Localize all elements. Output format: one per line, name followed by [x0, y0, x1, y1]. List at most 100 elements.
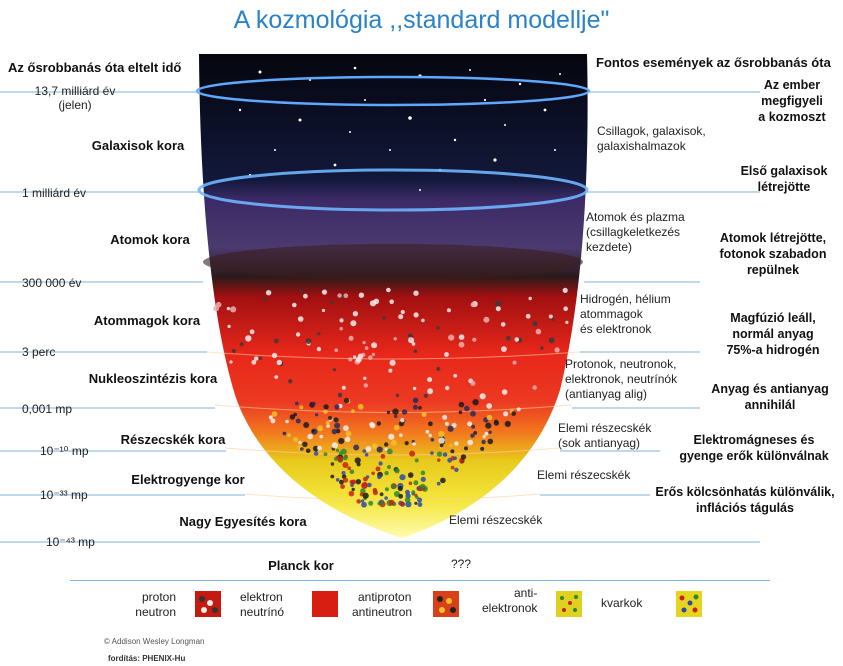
particle-dot [363, 341, 366, 344]
particle-dot [323, 410, 327, 414]
particle-dot [387, 411, 390, 414]
particle-dot [346, 431, 352, 437]
particle-dot [453, 374, 457, 378]
particle-dot [330, 301, 334, 305]
particle-dot [445, 386, 449, 390]
particle-dot [391, 484, 396, 489]
particle-dot [359, 293, 364, 298]
particle-dot [459, 334, 465, 340]
time-1e-33: 10⁻³³ mp [40, 488, 88, 502]
desc-nucleosynthesis: Protonok, neutronok, elektronok, neutrín… [565, 357, 677, 402]
particle-dot [449, 444, 452, 447]
particle-dot [398, 494, 403, 499]
particle-dot [349, 491, 355, 497]
particle-dot [467, 440, 473, 446]
particle-dot [336, 478, 340, 482]
particle-dot [447, 308, 451, 312]
desc-planck: ??? [451, 557, 471, 572]
particle-dot [394, 337, 397, 340]
particle-dot [488, 439, 494, 445]
particle-dot [322, 309, 325, 312]
particle-dot [365, 453, 369, 457]
desc-electroweak: Elemi részecskék [537, 468, 630, 483]
particle-dot [450, 449, 454, 453]
particle-dot [427, 388, 433, 394]
time-1e-10: 10⁻¹⁰ mp [40, 444, 89, 458]
particle-dot [332, 429, 338, 435]
particle-dot [364, 383, 368, 387]
legend-antineutron: antineutron [352, 605, 412, 620]
particle-dot [347, 466, 351, 470]
legend-proton: proton [130, 590, 176, 605]
legend-neutron: neutron [124, 605, 176, 620]
particle-dot [437, 458, 440, 461]
time-300000: 300 000 év [22, 276, 81, 290]
particle-dot [382, 316, 385, 319]
particle-dot [388, 369, 392, 373]
particle-dot [414, 494, 417, 497]
particle-dot [395, 468, 400, 473]
particle-dot [396, 394, 399, 397]
particle-dot [485, 423, 491, 429]
particle-dot [495, 301, 501, 307]
particle-dot [517, 407, 521, 411]
particle-dot [300, 290, 304, 294]
particle-dot [414, 349, 418, 353]
legend-antiproton: antiproton [358, 590, 411, 605]
particle-dot [343, 456, 348, 461]
legend-swatch-nucleons [195, 591, 221, 617]
particle-dot [371, 342, 377, 348]
particle-dot [274, 339, 279, 344]
particle-dot [331, 462, 334, 465]
particle-dot [436, 367, 440, 371]
particle-dot [513, 361, 517, 365]
particle-dot [563, 306, 568, 311]
particle-dot [328, 416, 332, 420]
particle-dot [480, 447, 484, 451]
particle-dot [505, 421, 511, 427]
particle-dot [287, 433, 291, 437]
particle-dot [459, 402, 465, 408]
particle-dot [377, 447, 383, 453]
particle-dot [352, 488, 355, 491]
particle-dot [336, 449, 339, 452]
particle-dot [345, 437, 350, 442]
time-1e-43: 10⁻⁴³ mp [46, 535, 95, 549]
particle-dot [374, 299, 380, 305]
time-present: 13,7 milliárd év (jelen) [20, 84, 130, 112]
particle-dot [389, 300, 394, 305]
particle-dot [285, 420, 289, 424]
particle-dot [515, 337, 520, 342]
event-atoms-formed: Atomok létrejötte, fotonok szabadon repü… [708, 230, 838, 278]
particle-dot [350, 470, 355, 475]
particle-dot [412, 442, 416, 446]
particle-dot [330, 475, 334, 479]
particle-dot [283, 432, 287, 436]
particle-dot [453, 456, 457, 460]
particle-dot [216, 302, 222, 308]
desc-galaxies: Csillagok, galaxisok, galaxishalmazok [597, 124, 706, 154]
particle-dot [472, 338, 476, 342]
particle-dot [363, 493, 369, 499]
particle-dot [342, 462, 348, 468]
particle-dot [501, 346, 507, 352]
particle-dot [363, 477, 368, 482]
particle-dot [323, 404, 328, 409]
particle-dot [400, 418, 404, 422]
particle-dot [315, 413, 318, 416]
particle-dot [443, 452, 447, 456]
particle-dot [361, 499, 364, 502]
era-particles: Részecskék kora [108, 432, 238, 447]
particle-dot [337, 456, 343, 462]
particle-dot [288, 379, 292, 383]
particle-dot [418, 502, 423, 507]
particle-dot [381, 454, 386, 459]
time-3-min: 3 perc [22, 345, 55, 359]
desc-particles: Elemi részecskék (sok antianyag) [558, 421, 651, 451]
event-annihilation: Anyag és antianyag annihilál [700, 381, 840, 413]
particle-dot [409, 482, 413, 486]
legend-swatch-positrons [556, 591, 582, 617]
particle-dot [357, 462, 361, 466]
particle-dot [314, 451, 318, 455]
particle-dot [391, 440, 397, 446]
